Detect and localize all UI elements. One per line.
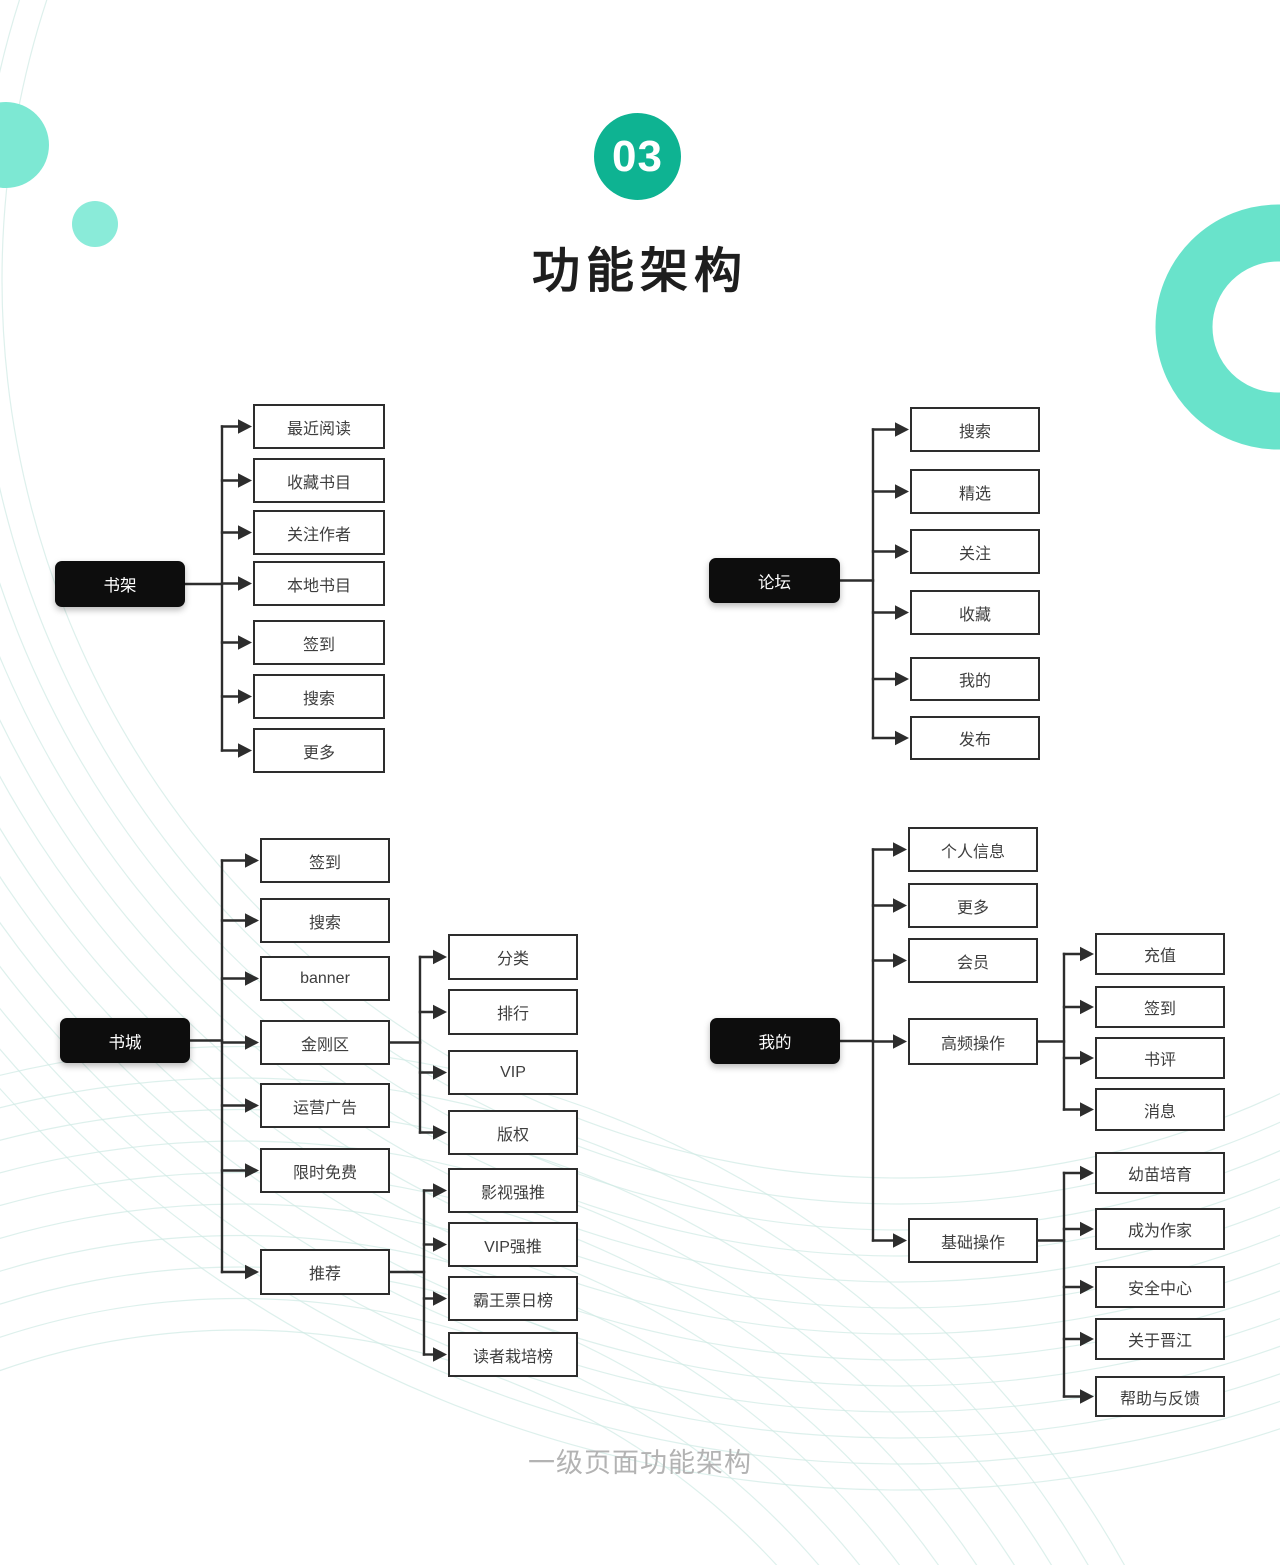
diagram-node: 帮助与反馈 xyxy=(1095,1376,1225,1417)
diagram-node: 搜索 xyxy=(253,674,385,719)
diagram-node: 签到 xyxy=(253,620,385,665)
arrowhead-icon xyxy=(1080,1279,1094,1295)
arrowhead-icon xyxy=(245,913,259,928)
arrowhead-icon xyxy=(433,949,447,965)
diagram-node: 消息 xyxy=(1095,1088,1225,1131)
diagram-node: VIP强推 xyxy=(448,1222,578,1267)
diagram-node: 成为作家 xyxy=(1095,1208,1225,1250)
diagram-node: 版权 xyxy=(448,1110,578,1155)
arrowhead-icon xyxy=(245,853,259,868)
arrowhead-icon xyxy=(1080,1389,1094,1404)
diagram-node: 搜索 xyxy=(260,898,390,943)
diagram-root-node-bookstore: 书城 xyxy=(60,1018,190,1063)
arrowhead-icon xyxy=(895,605,909,620)
diagram-root-node-mine: 我的 xyxy=(710,1018,840,1064)
diagram-node: VIP xyxy=(448,1050,578,1095)
decor-circle-small-icon xyxy=(72,201,118,247)
diagram-node: 我的 xyxy=(910,657,1040,701)
arrowhead-icon xyxy=(433,1004,447,1020)
arrowhead-icon xyxy=(1080,1102,1094,1117)
diagram-node: 关注 xyxy=(910,529,1040,574)
diagram-node: 分类 xyxy=(448,934,578,980)
arrowhead-icon xyxy=(1080,999,1094,1015)
arrowhead-icon xyxy=(433,1065,447,1080)
arrowhead-icon xyxy=(238,576,252,591)
diagram-node: 安全中心 xyxy=(1095,1266,1225,1308)
diagram-node: 充值 xyxy=(1095,933,1225,975)
diagram-node: 个人信息 xyxy=(908,827,1038,872)
diagram-node: 更多 xyxy=(908,883,1038,928)
diagram-node: 推荐 xyxy=(260,1249,390,1295)
arrowhead-icon xyxy=(895,730,909,746)
arrowhead-icon xyxy=(433,1183,447,1198)
decor-circle-large-icon xyxy=(0,102,49,188)
diagram-node: 基础操作 xyxy=(908,1218,1038,1263)
diagram-node: 影视强推 xyxy=(448,1168,578,1213)
diagram-node: 签到 xyxy=(1095,986,1225,1028)
diagram-node: 读者栽培榜 xyxy=(448,1332,578,1377)
diagram-node: 会员 xyxy=(908,938,1038,983)
arrowhead-icon xyxy=(893,1034,907,1049)
arrowhead-icon xyxy=(238,525,252,540)
diagram-node: 幼苗培育 xyxy=(1095,1152,1225,1194)
diagram-node: 发布 xyxy=(910,716,1040,760)
arrowhead-icon xyxy=(433,1237,447,1252)
arrowhead-icon xyxy=(1080,946,1094,962)
arrowhead-icon xyxy=(433,1125,447,1140)
diagram-node: 高频操作 xyxy=(908,1018,1038,1065)
arrowhead-icon xyxy=(1080,1331,1094,1347)
arrowhead-icon xyxy=(893,1233,907,1248)
diagram-node: 更多 xyxy=(253,728,385,773)
arrowhead-icon xyxy=(245,1163,259,1178)
decor-ring-icon xyxy=(1155,204,1280,450)
arrowhead-icon xyxy=(245,1035,259,1050)
diagram-caption: 一级页面功能架构 xyxy=(528,1448,752,1478)
diagram-root-node-bookshelf: 书架 xyxy=(55,561,185,607)
arrowhead-icon xyxy=(895,422,909,437)
arrowhead-icon xyxy=(245,1098,259,1113)
diagram-node: banner xyxy=(260,956,390,1001)
arrowhead-icon xyxy=(893,898,907,913)
diagram-node: 收藏书目 xyxy=(253,458,385,503)
diagram-node: 签到 xyxy=(260,838,390,883)
arrowhead-icon xyxy=(433,1347,447,1362)
diagram-node: 排行 xyxy=(448,989,578,1035)
arrowhead-icon xyxy=(238,635,252,650)
diagram-node: 关于晋江 xyxy=(1095,1318,1225,1360)
diagram-root-node-forum: 论坛 xyxy=(709,558,840,603)
diagram-node: 搜索 xyxy=(910,407,1040,452)
diagram-node: 限时免费 xyxy=(260,1148,390,1193)
arrowhead-icon xyxy=(238,473,252,488)
arrowhead-icon xyxy=(245,1264,259,1280)
arrowhead-icon xyxy=(238,689,252,704)
arrowhead-icon xyxy=(238,419,252,434)
diagram-node: 书评 xyxy=(1095,1037,1225,1079)
arrowhead-icon xyxy=(895,544,909,559)
arrowhead-icon xyxy=(895,671,909,687)
diagram-node: 收藏 xyxy=(910,590,1040,635)
arrowhead-icon xyxy=(895,484,909,499)
arrowhead-icon xyxy=(893,842,907,857)
arrowhead-icon xyxy=(1080,1221,1094,1237)
diagram-node: 金刚区 xyxy=(260,1020,390,1065)
section-number-badge: 03 xyxy=(594,113,681,200)
diagram-node: 霸王票日榜 xyxy=(448,1276,578,1321)
diagram-node: 运营广告 xyxy=(260,1083,390,1128)
diagram-node: 本地书目 xyxy=(253,561,385,606)
arrowhead-icon xyxy=(238,743,252,758)
arrowhead-icon xyxy=(893,953,907,968)
arrowhead-icon xyxy=(245,971,259,986)
page-title: 功能架构 xyxy=(531,245,748,298)
diagram-node: 关注作者 xyxy=(253,510,385,555)
arrowhead-icon xyxy=(1080,1165,1094,1181)
arrowhead-icon xyxy=(433,1291,447,1306)
diagram-node: 最近阅读 xyxy=(253,404,385,449)
diagram-node: 精选 xyxy=(910,469,1040,514)
arrowhead-icon xyxy=(1080,1050,1094,1066)
